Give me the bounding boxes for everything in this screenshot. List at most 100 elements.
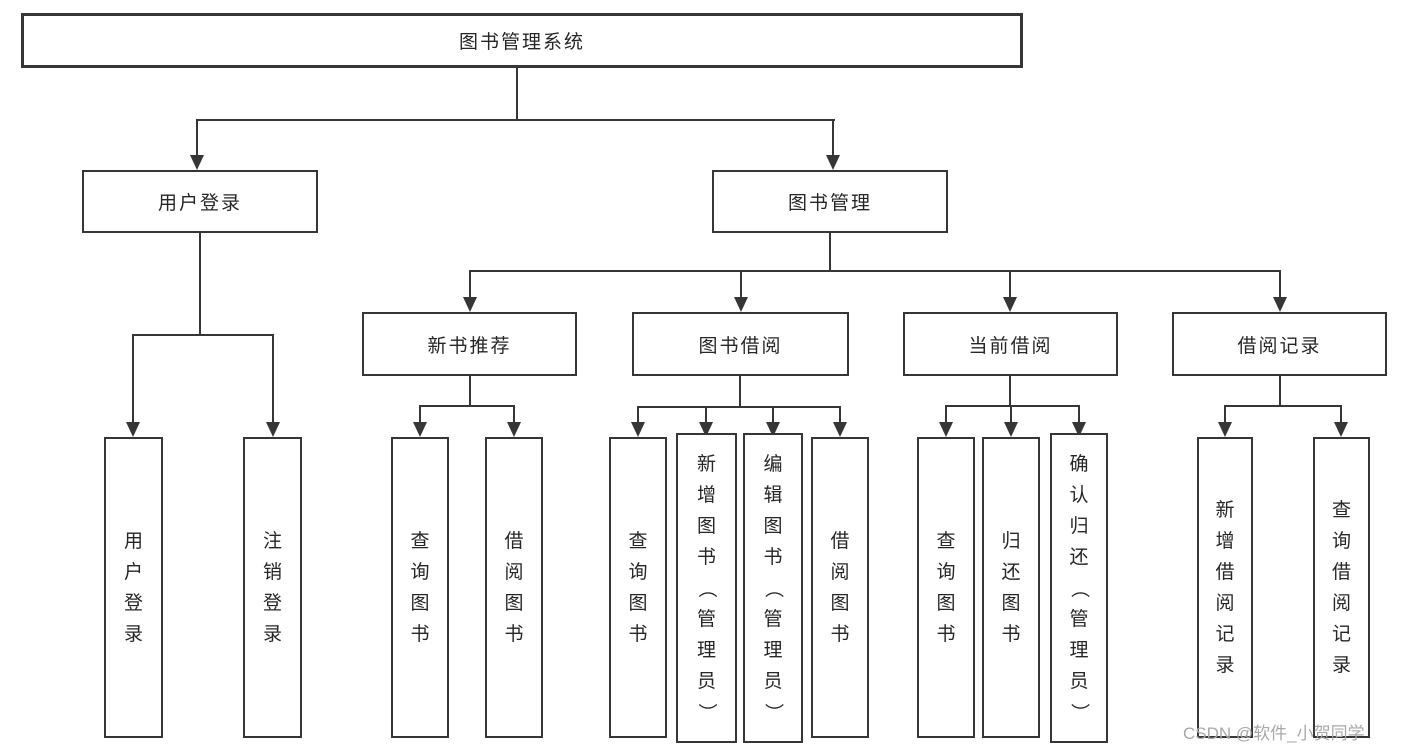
node-label-char: 注 <box>262 530 282 552</box>
connector-line <box>196 119 835 121</box>
arrowhead-icon <box>1334 422 1348 437</box>
connector-line <box>132 334 274 336</box>
node-confirm-return-admin: 确认归还（管理员） <box>1050 433 1108 743</box>
node-label-char: 还 <box>1001 561 1021 583</box>
node-query-books-borrow: 查询图书 <box>609 437 667 738</box>
node-label: 图书管理系统 <box>458 32 585 53</box>
arrowhead-icon <box>463 297 477 312</box>
connector-line <box>740 270 742 300</box>
node-book-borrowing: 图书借阅 <box>632 312 849 376</box>
node-label-char: 书 <box>410 623 430 645</box>
node-root-library-system: 图书管理系统 <box>21 13 1023 68</box>
node-label: 新书推荐 <box>427 335 512 357</box>
node-return-books: 归还图书 <box>982 437 1040 738</box>
arrowhead-icon <box>631 422 645 437</box>
node-label-char: 图 <box>628 592 648 614</box>
node-add-books-admin: 新增图书（管理员） <box>676 433 737 743</box>
node-label-char: 新 <box>696 453 716 475</box>
node-label-char: 阅 <box>1331 592 1351 614</box>
node-label-char: 书 <box>763 546 783 568</box>
connector-line <box>839 406 841 427</box>
node-logout: 注销登录 <box>243 437 302 738</box>
connector-line <box>1009 376 1011 406</box>
connector-line <box>945 405 1080 407</box>
arrowhead-icon <box>413 422 427 437</box>
connector-line <box>637 406 639 427</box>
connector-line <box>1078 405 1080 427</box>
node-label: 用户登录 <box>157 193 242 214</box>
node-label-char: 登 <box>262 592 282 614</box>
node-borrowing-records: 借阅记录 <box>1172 312 1387 376</box>
node-add-borrow-record: 新增借阅记录 <box>1197 437 1253 738</box>
node-label-char: 图 <box>763 515 783 537</box>
connector-line <box>705 406 707 427</box>
node-label-char: 阅 <box>1215 592 1235 614</box>
node-query-borrow-record: 查询借阅记录 <box>1313 437 1370 738</box>
connector-line <box>832 119 834 159</box>
connector-line <box>1340 405 1342 427</box>
node-label-char: 登 <box>123 592 143 614</box>
connector-line <box>516 67 518 120</box>
arrowhead-icon <box>826 155 840 170</box>
connector-line <box>196 119 198 159</box>
connector-line <box>272 334 274 426</box>
node-label-char: 书 <box>504 623 524 645</box>
node-user-login-leaf: 用户登录 <box>104 437 163 738</box>
connector-line <box>513 405 515 427</box>
node-edit-books-admin: 编辑图书（管理员） <box>743 433 803 743</box>
node-label-char: （ <box>1068 578 1090 598</box>
connector-line <box>1009 270 1011 300</box>
arrowhead-icon <box>190 155 204 170</box>
node-label-char: 管 <box>763 608 783 630</box>
node-label-char: ） <box>762 702 784 722</box>
connector-line <box>1279 270 1281 300</box>
node-user-login: 用户登录 <box>82 170 318 233</box>
node-query-books-recommend: 查询图书 <box>391 437 449 738</box>
connector-line <box>419 405 515 407</box>
node-label-char: 查 <box>1331 499 1351 521</box>
node-label-char: 询 <box>410 561 430 583</box>
arrowhead-icon <box>833 422 847 437</box>
connector-line <box>469 270 471 300</box>
arrowhead-icon <box>1218 422 1232 437</box>
node-label-char: 增 <box>1215 530 1235 552</box>
connector-line <box>829 233 831 272</box>
node-label-char: 辑 <box>763 484 783 506</box>
node-label-char: 销 <box>262 561 282 583</box>
connector-line <box>1224 405 1342 407</box>
connector-line <box>199 233 201 335</box>
node-label: 当前借阅 <box>968 335 1053 357</box>
node-label-char: 记 <box>1331 623 1351 645</box>
node-label-char: 归 <box>1069 515 1089 537</box>
node-query-books-current: 查询图书 <box>917 437 975 738</box>
node-label-char: 借 <box>830 530 850 552</box>
node-label-char: 员 <box>763 670 783 692</box>
connector-line <box>1279 376 1281 406</box>
node-label-char: 用 <box>123 530 143 552</box>
node-label-char: 借 <box>1331 561 1351 583</box>
node-label-char: 录 <box>1331 654 1351 676</box>
node-label-char: 户 <box>123 561 143 583</box>
node-label-char: 图 <box>696 515 716 537</box>
node-label-char: （ <box>696 578 717 598</box>
node-label-char: 录 <box>123 623 143 645</box>
node-label-char: 员 <box>1069 670 1089 692</box>
connector-line <box>637 406 841 408</box>
connector-line <box>772 406 774 427</box>
node-label-char: 记 <box>1215 623 1235 645</box>
arrowhead-icon <box>1003 297 1017 312</box>
node-label-char: 询 <box>1331 530 1351 552</box>
node-label-char: 图 <box>410 592 430 614</box>
node-label-char: 认 <box>1069 484 1089 506</box>
node-label-char: 图 <box>936 592 956 614</box>
node-label-char: 询 <box>936 561 956 583</box>
connector-line <box>945 405 947 427</box>
node-label-char: 查 <box>410 530 430 552</box>
node-label-char: 归 <box>1001 530 1021 552</box>
node-label-char: 查 <box>936 530 956 552</box>
arrowhead-icon <box>1004 422 1018 437</box>
node-label: 图书管理 <box>787 193 872 214</box>
node-label-char: 借 <box>1215 561 1235 583</box>
connector-line <box>132 334 134 426</box>
